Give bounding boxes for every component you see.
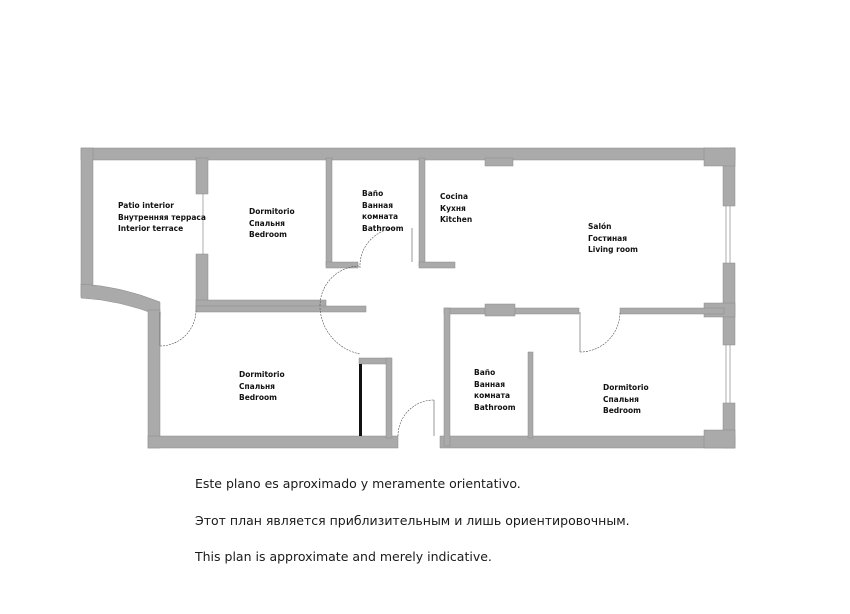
room-label-living-room: Salón Гостиная Living room <box>588 222 638 254</box>
room-label-bedroom-3: Dormitorio Спальня Bedroom <box>603 383 649 415</box>
walls <box>80 147 736 449</box>
room-label-bathroom-1: Baño Ванная комната Bathroom <box>362 189 404 233</box>
windows <box>202 194 731 403</box>
room-label-bedroom-2: Dormitorio Спальня Bedroom <box>239 370 285 402</box>
room-label-bedroom-1: Dormitorio Спальня Bedroom <box>249 207 295 239</box>
room-label-kitchen: Cocina Кухня Kitchen <box>440 192 473 224</box>
closet-door <box>359 364 362 436</box>
room-label-bathroom-2: Baño Ванная комната Bathroom <box>474 368 516 412</box>
door-swings <box>159 227 621 437</box>
disclaimer-spanish: Este plano es aproximado y meramente ori… <box>195 476 521 491</box>
disclaimer-english: This plan is approximate and merely indi… <box>195 549 492 564</box>
disclaimer-russian: Этот план является приблизительным и лиш… <box>195 513 630 528</box>
room-label-interior-terrace: Patio interior Внутренняя терраса Interi… <box>118 201 206 233</box>
